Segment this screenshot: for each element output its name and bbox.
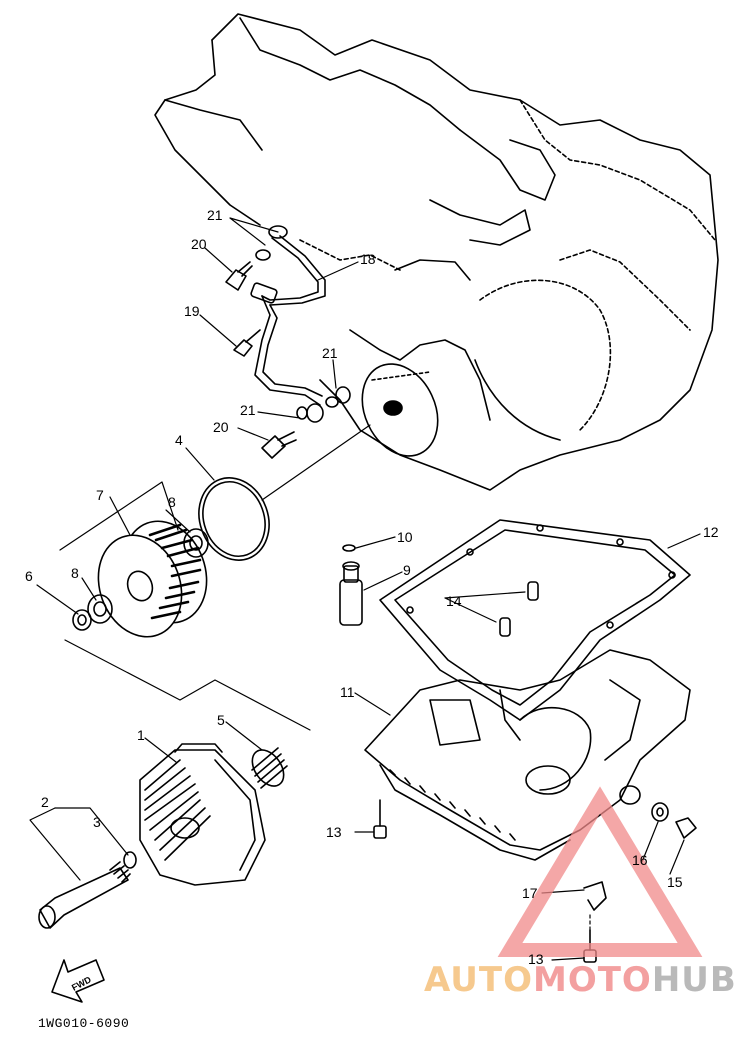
callout-20: 20	[191, 236, 207, 252]
callout-11: 11	[340, 684, 355, 700]
callout-16: 16	[632, 852, 648, 868]
callout-13: 13	[326, 824, 342, 840]
callout-12: 12	[703, 524, 719, 540]
callout-8: 8	[71, 565, 79, 581]
callout-6: 6	[25, 568, 33, 584]
engine-block	[154, 13, 719, 491]
watermark-logo	[497, 786, 703, 957]
watermark-text: AUTOMOTOHUB	[424, 960, 737, 1000]
relief-spring	[251, 747, 288, 789]
dowel-pins	[499, 581, 539, 637]
callout-13: 13	[528, 951, 544, 967]
callout-3: 3	[93, 814, 101, 830]
forward-arrow-icon	[51, 959, 105, 1003]
callout-18: 18	[360, 251, 376, 267]
callout-7: 7	[96, 487, 104, 503]
callout-1: 1	[137, 727, 145, 743]
leader-lines	[29, 217, 701, 961]
oil-pan-gasket	[379, 519, 691, 721]
callout-10: 10	[397, 529, 413, 545]
union-bolts	[225, 261, 308, 459]
diagram-code: 1WG010-6090	[38, 1016, 130, 1031]
callout-2: 2	[41, 794, 49, 810]
callout-21: 21	[240, 402, 256, 418]
oil-filter	[72, 520, 209, 638]
callout-21: 21	[207, 207, 223, 223]
callout-8: 8	[168, 494, 176, 510]
callout-5: 5	[217, 712, 225, 728]
oil-level-switch	[339, 561, 363, 626]
filter-cover	[139, 743, 266, 886]
watermark-part-auto: AUTO	[424, 960, 533, 1000]
callout-14: 14	[446, 593, 462, 609]
filter-bolt	[38, 851, 137, 929]
callout-17: 17	[522, 885, 538, 901]
callout-21: 21	[322, 345, 338, 361]
callout-4: 4	[175, 432, 183, 448]
oil-pan	[364, 649, 691, 861]
callout-20: 20	[213, 419, 229, 435]
callout-15: 15	[667, 874, 683, 890]
watermark-part-hub: HUB	[651, 960, 737, 1000]
circlip	[342, 544, 356, 552]
watermark-part-moto: MOTO	[532, 960, 652, 1000]
oil-delivery-pipe	[250, 225, 351, 423]
callout-9: 9	[403, 562, 411, 578]
callout-19: 19	[184, 303, 200, 319]
